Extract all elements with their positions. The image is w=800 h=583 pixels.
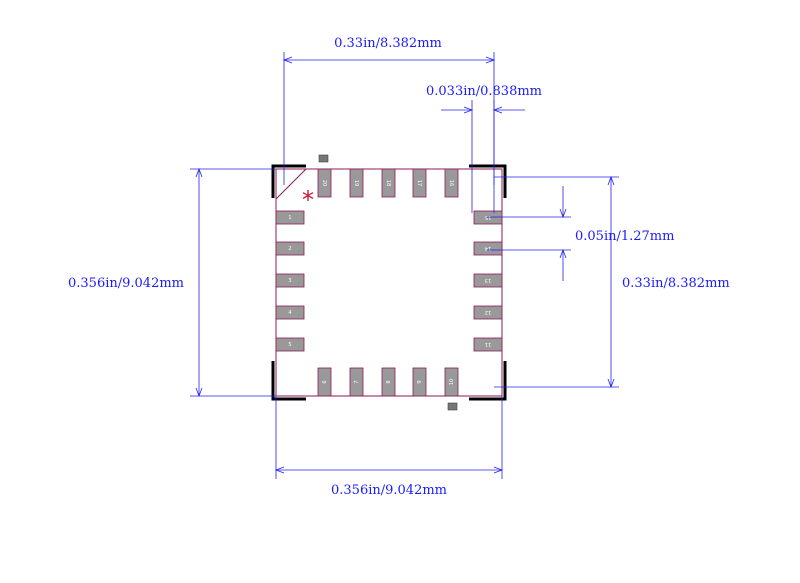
- pad-left-4: 4: [275, 305, 305, 320]
- pads-right-column: 15 14 13 12 11: [473, 210, 503, 352]
- pin-number: 17: [416, 180, 422, 186]
- pad-bottom-7: 7: [349, 367, 364, 397]
- pad-bottom-8: 8: [381, 367, 396, 397]
- pin-number: 16: [448, 180, 454, 186]
- pad-left-3: 3: [275, 273, 305, 288]
- corner-brackets: [271, 164, 507, 401]
- dimension-label-pitch: 0.05in/1.27mm: [575, 229, 674, 244]
- dimension-top-width: [282, 52, 496, 185]
- pad-right-11: 11: [473, 337, 503, 352]
- pad-top-16: 16: [444, 168, 459, 198]
- pin-number: 19: [353, 180, 359, 186]
- dimension-left-height: [190, 167, 276, 398]
- pad-top-17: 17: [412, 168, 427, 198]
- pin-number: 2: [288, 246, 291, 252]
- pad-right-15: 15: [473, 210, 503, 225]
- pin-number: 20: [321, 180, 327, 186]
- pad-left-2: 2: [275, 241, 305, 256]
- fiducial-top: [318, 154, 329, 163]
- pin-number: 8: [386, 380, 392, 383]
- pad-right-14: 14: [473, 241, 503, 256]
- pads-top-row: 20 19 18 17 16: [317, 168, 459, 198]
- pin-number: 1: [288, 215, 291, 221]
- pin-number: 14: [485, 245, 491, 251]
- pad-right-12: 12: [473, 305, 503, 320]
- pad-bottom-6: 6: [317, 367, 332, 397]
- pad-left-1: 1: [275, 210, 305, 225]
- dimension-label-pad-width: 0.033in/0.838mm: [426, 84, 542, 99]
- pad-top-19: 19: [349, 168, 364, 198]
- dimension-pitch: [487, 186, 571, 281]
- dimension-label-bottom-width: 0.356in/9.042mm: [331, 483, 447, 498]
- pin-number: 5: [288, 342, 291, 348]
- pad-top-18: 18: [381, 168, 396, 198]
- dimension-label-right-height: 0.33in/8.382mm: [622, 276, 730, 291]
- pad-bottom-9: 9: [412, 367, 427, 397]
- pin1-marker: *: [302, 186, 314, 214]
- pin-number: 12: [485, 309, 491, 315]
- pin-number: 6: [322, 380, 328, 383]
- pad-right-13: 13: [473, 273, 503, 288]
- pin-number: 13: [485, 277, 491, 283]
- pads-bottom-row: 6 7 8 9 10: [317, 367, 459, 397]
- pin-number: 11: [485, 341, 491, 347]
- pad-bottom-10: 10: [444, 367, 459, 397]
- pads-left-column: 1 2 3 4 5: [275, 210, 305, 352]
- dimension-label-top-width: 0.33in/8.382mm: [334, 36, 442, 51]
- fiducial-bottom: [447, 402, 458, 411]
- pin-number: 3: [288, 278, 291, 284]
- pin1-chamfer: [275, 168, 307, 200]
- pin-number: 10: [449, 379, 455, 385]
- dimension-label-left-height: 0.356in/9.042mm: [68, 276, 184, 291]
- pin-number: 9: [417, 380, 423, 383]
- pin-number: 7: [354, 380, 360, 383]
- dimension-right-height: [494, 175, 619, 389]
- pin-number: 4: [288, 310, 291, 316]
- dimension-pad-width: [441, 100, 525, 213]
- pad-top-20: 20: [317, 168, 332, 198]
- pad-left-5: 5: [275, 337, 305, 352]
- dimension-bottom-width: [274, 396, 504, 479]
- pin-number: 18: [385, 180, 391, 186]
